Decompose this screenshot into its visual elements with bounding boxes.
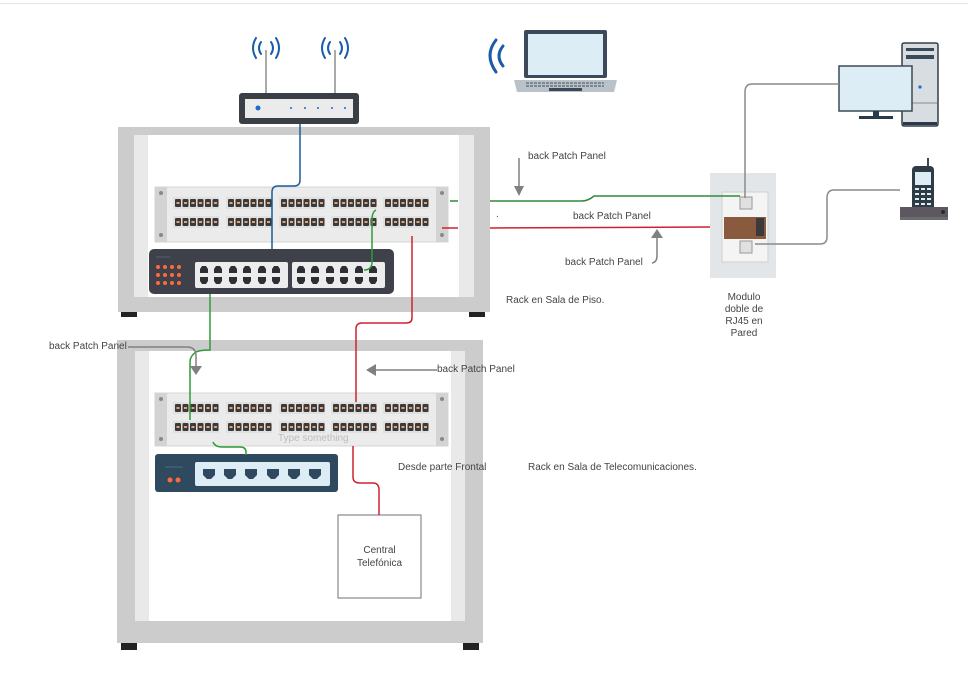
arrow-down-icon bbox=[190, 366, 202, 375]
label-back-patch-mid: back Patch Panel bbox=[573, 211, 651, 222]
wall-module-rj45 bbox=[710, 173, 776, 278]
label-rack-floor: Rack en Sala de Piso. bbox=[506, 295, 605, 306]
switch-6-port bbox=[155, 454, 338, 492]
wifi-signal-icon bbox=[252, 37, 349, 59]
cable-gray-desktop bbox=[744, 83, 839, 198]
cordless-phone bbox=[900, 158, 948, 220]
laptop bbox=[488, 30, 617, 92]
label-line: Modulo bbox=[727, 292, 761, 303]
cable-gray-phone bbox=[755, 189, 900, 245]
wifi-signal-icon bbox=[488, 38, 505, 74]
arrow-left-icon bbox=[366, 364, 376, 376]
cable-blue-router bbox=[271, 124, 301, 249]
label-wall-module: Modulo doble de RJ45 en Pared bbox=[712, 292, 776, 340]
label-line: doble de bbox=[724, 304, 764, 315]
cable-red-wall bbox=[442, 226, 711, 229]
desktop-computer bbox=[838, 42, 939, 127]
patch-panel-floor bbox=[154, 186, 449, 243]
label-line: Pared bbox=[730, 328, 758, 339]
pbx-box bbox=[337, 514, 422, 599]
switch-24-port bbox=[149, 249, 394, 294]
label-back-patch-top: back Patch Panel bbox=[528, 151, 606, 162]
patch-panel-telecom bbox=[154, 392, 449, 447]
cable-green-wall bbox=[450, 195, 740, 202]
label-back-patch-rack2: back Patch Panel bbox=[437, 364, 515, 375]
label-desde-frontal: Desde parte Frontal bbox=[398, 462, 487, 473]
label-rack-telecom: Rack en Sala de Telecomunicaciones. bbox=[528, 462, 697, 473]
label-line: Central bbox=[363, 545, 396, 556]
label-line: Telefónica bbox=[356, 558, 403, 569]
cable-red-inter-rack bbox=[352, 236, 413, 515]
router bbox=[239, 37, 359, 124]
label-dot: . bbox=[496, 209, 499, 220]
arrow-icon bbox=[128, 158, 658, 371]
arrow-down-icon bbox=[514, 186, 524, 196]
arrow-up-icon bbox=[651, 229, 663, 238]
label-line: RJ45 en bbox=[725, 316, 763, 327]
top-border bbox=[0, 3, 968, 4]
rack-floor bbox=[118, 127, 490, 317]
placeholder-type-something[interactable]: Type something bbox=[278, 433, 349, 444]
label-central-telefonica: Central Telefónica bbox=[338, 544, 421, 570]
label-back-patch-left: back Patch Panel bbox=[49, 341, 127, 352]
label-back-patch-lower: back Patch Panel bbox=[565, 257, 643, 268]
cable-green-patch-switch bbox=[363, 209, 377, 271]
rack-telecom bbox=[117, 340, 483, 650]
